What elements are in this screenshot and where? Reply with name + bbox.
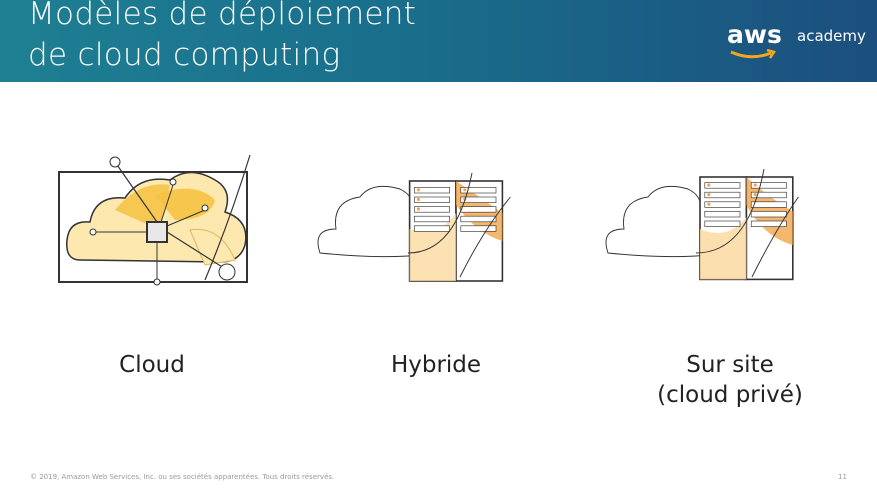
slide-header: Modèles de déploiement de cloud computin… [0,0,877,82]
aws-academy-logo: aws academy [727,20,866,62]
page-number: 11 [838,473,847,481]
model-label-on-premise: Sur site (cloud privé) [630,350,830,410]
model-label-cloud: Cloud [52,350,252,380]
cloud-illustration [58,154,251,286]
slide-title-line-2: de cloud computing [28,37,341,73]
model-label-cloud-line-1: Cloud [119,352,185,378]
slide-title-line-1: Modèles de déploiement [28,0,417,32]
model-label-on-premise-line-1: Sur site [686,352,774,378]
slide-title: Modèles de déploiement de cloud computin… [28,0,416,76]
aws-smile-icon [730,49,776,59]
model-label-hybrid: Hybride [336,350,536,380]
model-label-on-premise-line-2: (cloud privé) [657,382,803,408]
academy-logo-text: academy [797,27,866,45]
on-premise-illustration [605,168,799,281]
aws-logo-text: aws [727,20,782,49]
footer-copyright: © 2019, Amazon Web Services, Inc. ou ses… [30,473,335,481]
hybrid-illustration [317,172,511,282]
model-label-hybrid-line-1: Hybride [390,352,482,378]
